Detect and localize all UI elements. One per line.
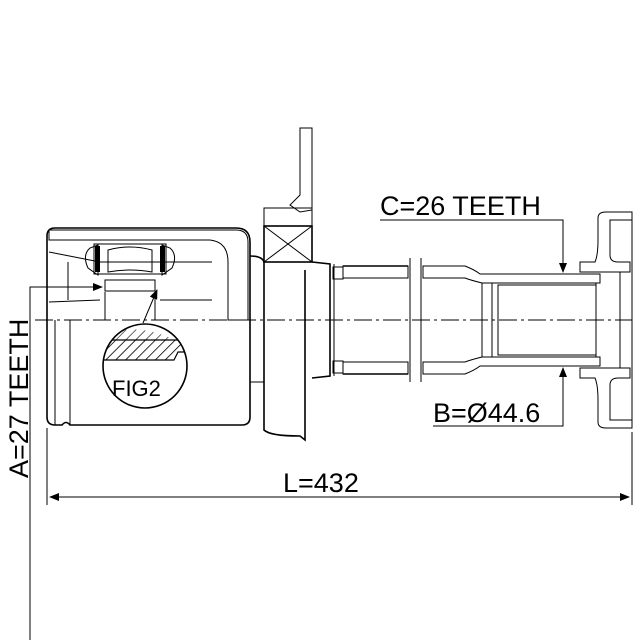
tripod-roller <box>84 243 176 292</box>
fig2-detail: FIG2 <box>102 289 188 409</box>
dimension-l: L=432 <box>46 428 633 505</box>
dimension-b: B=Ø44.6 <box>433 367 567 428</box>
c-teeth-label: C=26 TEETH <box>380 191 541 221</box>
bearing-flange <box>249 127 313 442</box>
dimension-c: C=26 TEETH <box>380 191 567 273</box>
b-diameter-label: B=Ø44.6 <box>433 398 540 428</box>
dimension-a: A=27 TEETH <box>4 283 103 640</box>
a-teeth-label: A=27 TEETH <box>4 319 34 478</box>
length-label: L=432 <box>283 468 359 498</box>
fig2-label: FIG2 <box>112 376 161 401</box>
